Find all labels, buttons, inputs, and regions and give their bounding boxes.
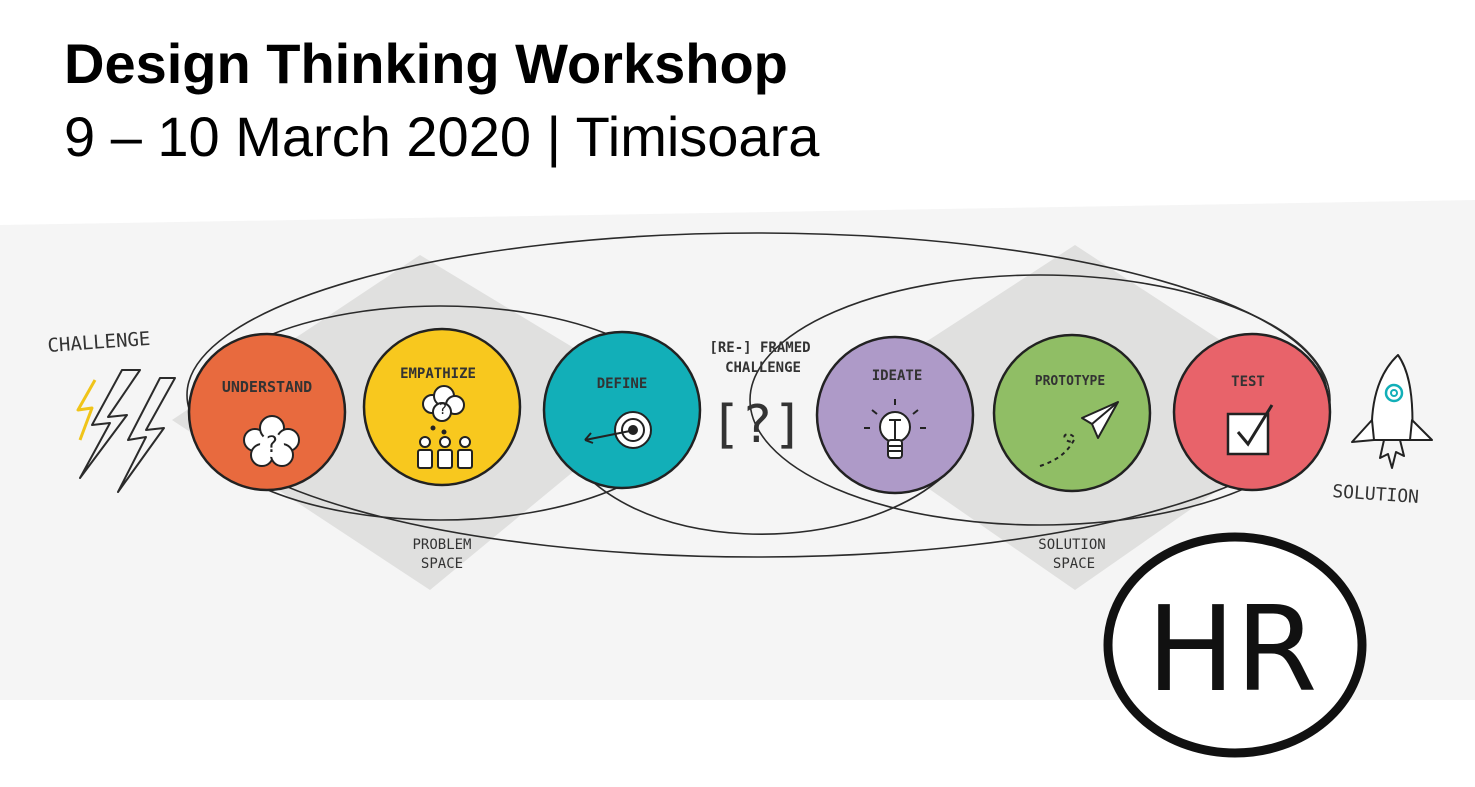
reframed-question-icon: [?] [710, 395, 804, 455]
solution-space-label-line2: SPACE [1053, 556, 1095, 572]
stage-test: TEST [1172, 332, 1332, 492]
problem-space-label-line2: SPACE [421, 556, 463, 572]
stage-label: TEST [1231, 374, 1265, 390]
stage-circle [992, 333, 1152, 493]
event-date-location: 9 – 10 March 2020 | Timisoara [64, 105, 820, 168]
stage-label: EMPATHIZE [400, 366, 476, 382]
stage-prototype: PROTOTYPE [992, 333, 1152, 493]
svg-text:?: ? [439, 400, 447, 418]
stage-ideate: IDEATE [815, 335, 975, 495]
lightbulb-icon [864, 399, 926, 459]
target-arrow-icon [584, 411, 652, 449]
solution-space-label-line1: SOLUTION [1038, 537, 1105, 553]
reframed-label-line1: [RE-] FRAMED [709, 340, 810, 356]
stage-circle [1172, 332, 1332, 492]
question-cloud-icon: ? [243, 415, 300, 467]
hr-logo-text: HR [1147, 580, 1318, 718]
lightning-icon [76, 369, 176, 493]
checkbox-icon [1226, 404, 1274, 456]
stage-label: DEFINE [597, 376, 648, 392]
rocket-icon [1351, 354, 1433, 469]
header: Design Thinking Workshop 9 – 10 March 20… [64, 28, 819, 174]
stage-define: DEFINE [542, 330, 702, 490]
people-thought-icon: ? [417, 385, 473, 469]
stage-understand: UNDERSTAND ? [187, 332, 347, 492]
page-title: Design Thinking Workshop [64, 32, 788, 95]
stage-label: UNDERSTAND [222, 378, 312, 396]
hr-logo: HR [1103, 532, 1367, 758]
stage-empathize: EMPATHIZE ? [362, 327, 522, 487]
stage-label: IDEATE [872, 368, 923, 384]
reframed-label-line2: CHALLENGE [725, 360, 801, 376]
paper-plane-icon [1039, 401, 1119, 467]
stage-circle [187, 332, 347, 492]
stage-circle [542, 330, 702, 490]
stage-label: PROTOTYPE [1035, 374, 1105, 389]
problem-space-label-line1: PROBLEM [412, 537, 471, 553]
svg-text:?: ? [266, 433, 278, 458]
